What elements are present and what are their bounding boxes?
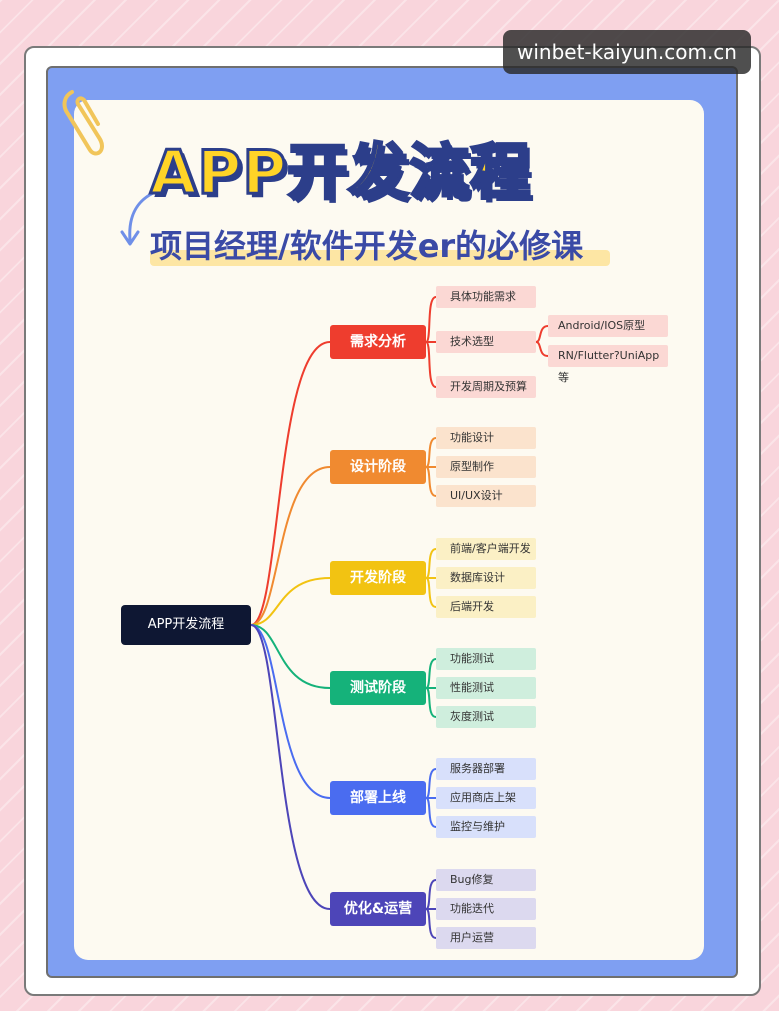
subtitle-highlight (150, 250, 610, 266)
leaf-node: 开发周期及预算 (436, 376, 536, 398)
paperclip-icon (62, 90, 105, 156)
leaf-node: 功能测试 (436, 648, 536, 670)
sub-leaf-node: Android/IOS原型 (548, 315, 668, 337)
stage-node: 需求分析 (330, 325, 426, 359)
leaf-node: UI/UX设计 (436, 485, 536, 507)
leaf-node: 服务器部署 (436, 758, 536, 780)
content-card (74, 100, 704, 960)
stage-node: 测试阶段 (330, 671, 426, 705)
sub-leaf-node: RN/Flutter?UniApp等 (548, 345, 668, 384)
page-subtitle: 项目经理/软件开发er的必修课 (150, 227, 584, 265)
leaf-node: 具体功能需求 (436, 286, 536, 308)
leaf-node: 前端/客户端开发 (436, 538, 536, 560)
leaf-node: 技术选型 (436, 331, 536, 353)
stage-node: 部署上线 (330, 781, 426, 815)
leaf-node: 后端开发 (436, 596, 536, 618)
leaf-node: 应用商店上架 (436, 787, 536, 809)
leaf-node: 用户运营 (436, 927, 536, 949)
leaf-node: 原型制作 (436, 456, 536, 478)
stage-node: 开发阶段 (330, 561, 426, 595)
leaf-node: 灰度测试 (436, 706, 536, 728)
stage-node: 优化&运营 (330, 892, 426, 926)
leaf-node: 性能测试 (436, 677, 536, 699)
leaf-node: Bug修复 (436, 869, 536, 891)
mindmap-root: APP开发流程 (121, 605, 251, 645)
leaf-node: 功能迭代 (436, 898, 536, 920)
watermark-badge: winbet-kaiyun.com.cn (503, 30, 751, 74)
stage-node: 设计阶段 (330, 450, 426, 484)
page-title: APP开发流程 (149, 137, 532, 210)
curved-arrow-icon (120, 188, 162, 246)
leaf-node: 监控与维护 (436, 816, 536, 838)
leaf-node: 功能设计 (436, 427, 536, 449)
leaf-node: 数据库设计 (436, 567, 536, 589)
